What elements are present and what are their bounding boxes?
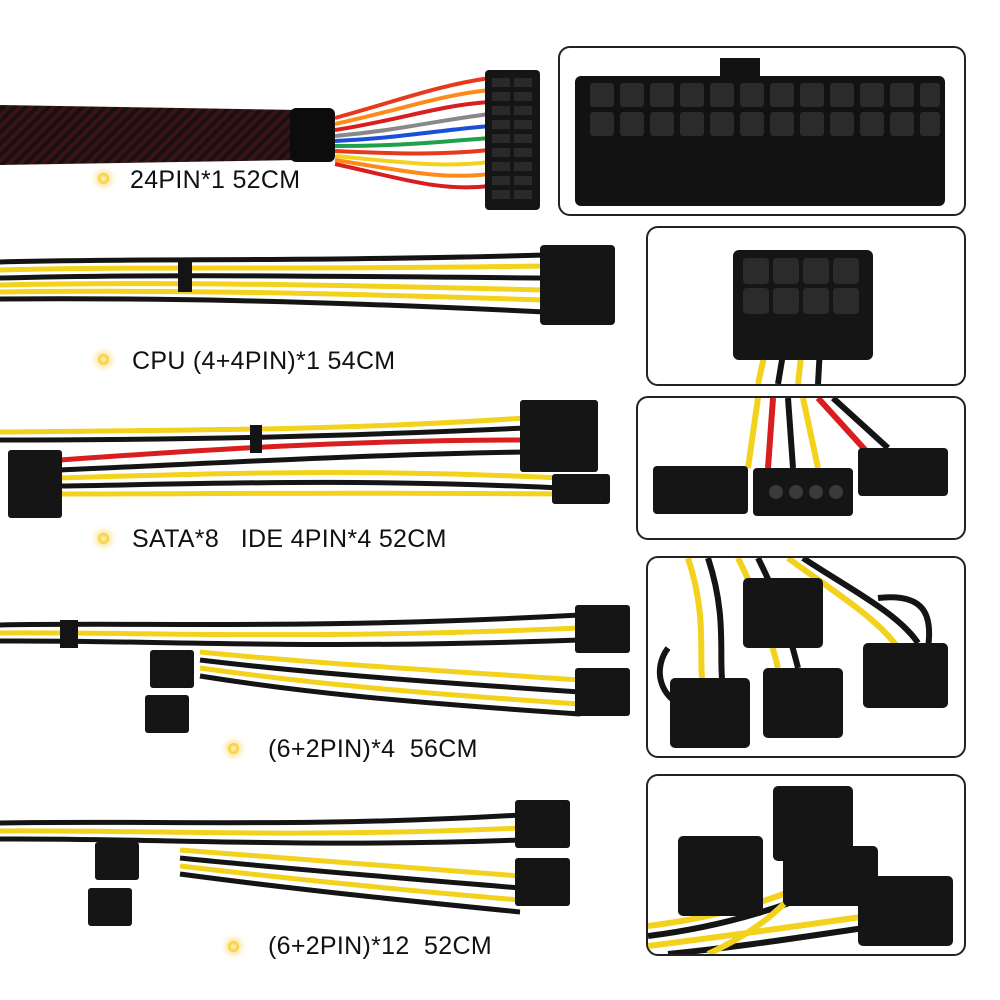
label-sata: SATA*8 IDE 4PIN*4 52CM xyxy=(132,525,447,553)
closeup-cpu xyxy=(646,226,966,386)
cable-24pin xyxy=(0,70,540,210)
bullet-cpu xyxy=(98,354,109,365)
bullet-pcie-12 xyxy=(228,941,239,952)
label-pcie-12: (6+2PIN)*12 52CM xyxy=(268,932,492,960)
bullet-24pin xyxy=(98,173,109,184)
label-24pin: 24PIN*1 52CM xyxy=(130,166,301,194)
cable-cpu xyxy=(0,245,615,325)
closeup-pcie-4 xyxy=(646,556,966,758)
cable-pcie-4 xyxy=(0,605,630,733)
closeup-24pin xyxy=(558,46,966,216)
bullet-sata xyxy=(98,533,109,544)
label-pcie-4: (6+2PIN)*4 56CM xyxy=(268,735,478,763)
closeup-sata xyxy=(636,396,966,540)
label-cpu: CPU (4+4PIN)*1 54CM xyxy=(132,347,396,375)
cable-sata-ide xyxy=(0,400,610,518)
bullet-pcie-4 xyxy=(228,743,239,754)
cable-pcie-12 xyxy=(0,800,570,926)
closeup-pcie-12 xyxy=(646,774,966,956)
